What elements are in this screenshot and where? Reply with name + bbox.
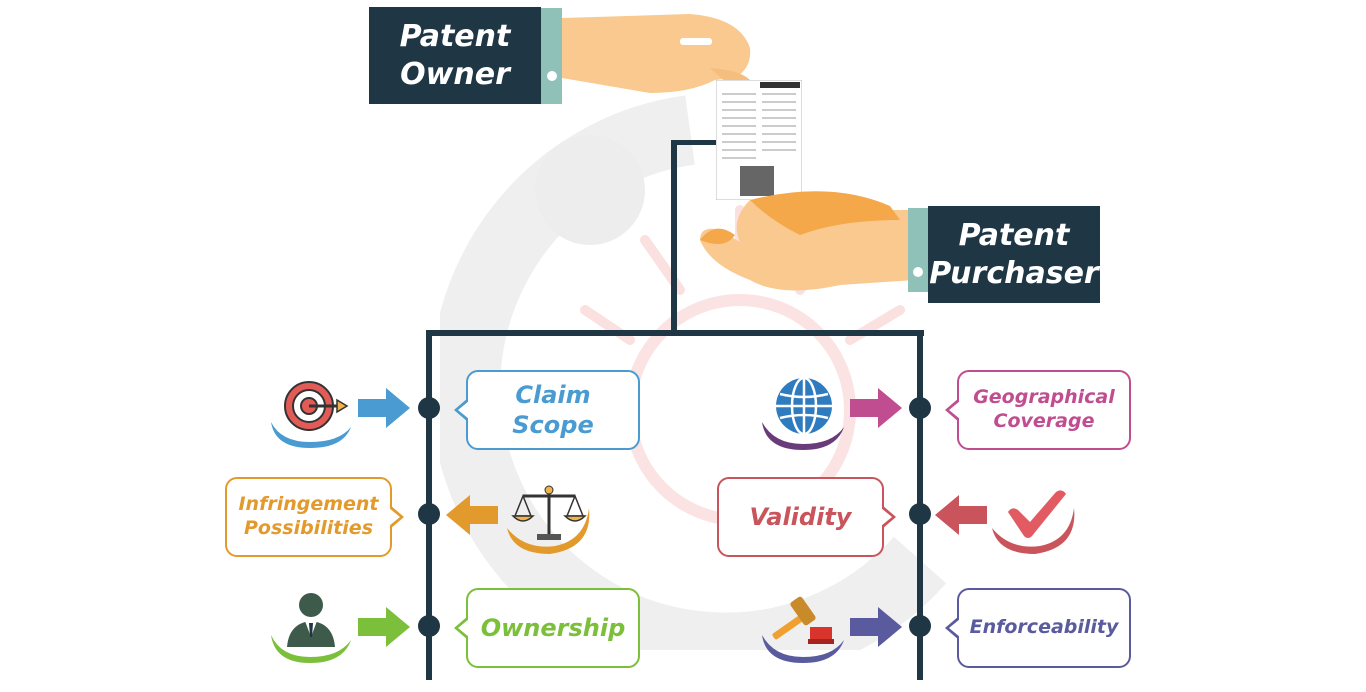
trunk-horizontal — [426, 330, 924, 336]
scales-icon — [507, 485, 590, 554]
arrow-right-icon — [850, 388, 902, 428]
patent-document-icon — [716, 80, 802, 200]
validity-line1: Validity — [749, 503, 852, 531]
ownership-callout: Ownership — [454, 588, 640, 668]
validity-callout: Validity — [717, 477, 896, 557]
infringement-callout: Infringement Possibilities — [225, 477, 404, 557]
patent-owner-line2: Owner — [400, 56, 510, 92]
patent-owner-line1: Patent — [399, 19, 511, 54]
trunk-from-patent — [671, 140, 677, 334]
patent-purchaser-label: Patent Purchaser — [928, 206, 1100, 303]
infringement-line1: Infringement — [238, 493, 379, 516]
node-infringement — [418, 503, 440, 525]
target-icon — [271, 381, 351, 448]
node-ownership — [418, 615, 440, 637]
ownership-line1: Ownership — [480, 614, 626, 642]
enforceability-line1: Enforceability — [969, 616, 1119, 639]
arrow-right-icon — [850, 607, 902, 647]
globe-icon — [762, 376, 844, 450]
arrow-right-icon — [358, 388, 410, 428]
node-geographical — [909, 397, 931, 419]
node-enforceability — [909, 615, 931, 637]
claim-scope-line1: Claim — [515, 381, 591, 409]
businessman-icon — [271, 593, 351, 663]
claim-scope-callout: Claim Scope — [454, 370, 640, 450]
geographical-callout: Geographical Coverage — [945, 370, 1131, 450]
infringement-line2: Possibilities — [243, 517, 374, 539]
checkmark-icon — [992, 490, 1075, 554]
node-claim-scope — [418, 397, 440, 419]
node-validity — [909, 503, 931, 525]
patent-purchaser-line2: Purchaser — [929, 255, 1099, 291]
patent-owner-label: Patent Owner — [369, 7, 541, 104]
enforceability-callout: Enforceability — [945, 588, 1131, 668]
gavel-icon — [762, 596, 844, 663]
arrow-right-icon — [358, 607, 410, 647]
patent-purchaser-line1: Patent — [958, 218, 1070, 253]
purchaser-hand-illustration — [700, 191, 928, 292]
geographical-line2: Coverage — [993, 410, 1095, 432]
arrow-left-icon — [446, 495, 498, 535]
claim-scope-line2: Scope — [512, 411, 594, 439]
geographical-line1: Geographical — [973, 386, 1115, 409]
trunk-horizontal-top — [671, 140, 723, 145]
arrow-left-icon — [935, 495, 987, 535]
